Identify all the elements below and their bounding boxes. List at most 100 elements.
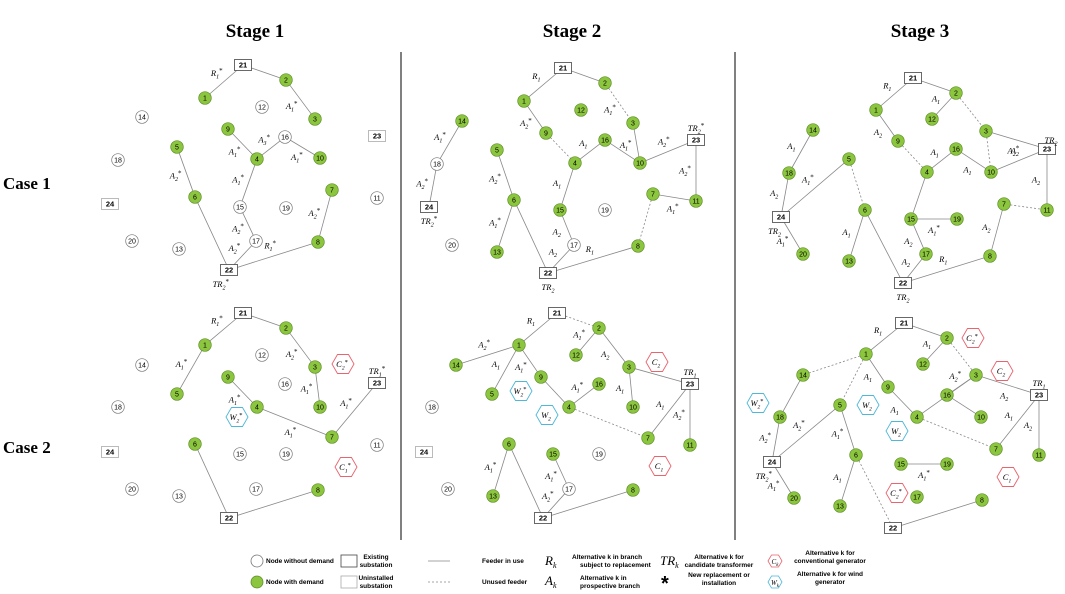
demand-node-16 xyxy=(592,377,606,391)
branch-label-18-24: A2* xyxy=(415,177,428,191)
generator-label-3-1: C2 xyxy=(997,366,1006,379)
generator-label-2-0: C2* xyxy=(966,333,978,346)
feeder-18-24 xyxy=(772,423,780,457)
node-label-5: 5 xyxy=(175,145,179,152)
feeder-17-22 xyxy=(233,245,252,265)
node-label-10: 10 xyxy=(636,161,644,168)
legend: Node without demand Node with demand Exi… xyxy=(250,550,866,594)
node-label-14: 14 xyxy=(809,128,817,135)
branch-label-1-9: A1 xyxy=(863,372,872,385)
branch-label-14-18: A1 xyxy=(786,141,795,154)
node-label-9: 9 xyxy=(539,375,543,382)
demand-node-11 xyxy=(1032,448,1046,462)
branch-label-15-4: A1 xyxy=(552,178,561,191)
feeder-21-2 xyxy=(571,70,600,82)
demand-node-3 xyxy=(622,360,636,374)
feeder-5-6 xyxy=(178,152,194,192)
transformer-label-23: TR1* xyxy=(369,365,386,379)
node-label-13: 13 xyxy=(489,494,497,501)
node-label-5: 5 xyxy=(175,392,179,399)
feeder-5-24 xyxy=(778,408,836,457)
demand-node-3 xyxy=(308,112,322,126)
svg-text:Wk: Wk xyxy=(771,579,780,589)
unused-feeder-4-7 xyxy=(574,408,643,437)
node-13 xyxy=(172,242,186,256)
legend-node-with-demand-label: Node with demand xyxy=(266,579,324,586)
transformer-label-24: TR2* xyxy=(421,215,438,229)
demand-node-10 xyxy=(313,400,327,414)
node-label-7: 7 xyxy=(994,447,998,454)
transformer-label-22: TR2 xyxy=(897,292,910,305)
branch-label-5-6: A2* xyxy=(169,170,182,184)
feeder-3-23 xyxy=(981,376,1031,393)
stage-3-title: Stage 3 xyxy=(891,21,950,42)
branch-label-9-4: A1* xyxy=(228,146,241,160)
feeder-17-15 xyxy=(561,215,573,240)
branch-label-17-15: A1* xyxy=(544,470,557,484)
unused-feeder-9-4 xyxy=(902,145,923,168)
node-label-5: 5 xyxy=(490,392,494,399)
node-11 xyxy=(370,438,384,452)
node-label-20: 20 xyxy=(444,487,452,494)
feeder-1-9 xyxy=(879,114,895,137)
substation-label-23: 23 xyxy=(373,379,381,388)
branch-label-6-13: A1 xyxy=(841,227,850,240)
node-label-15: 15 xyxy=(236,452,244,459)
substation-label-22: 22 xyxy=(225,514,233,523)
branch-label-22-8: R1 xyxy=(938,254,947,267)
branch-label-4-15: A1* xyxy=(231,173,244,187)
demand-node-5 xyxy=(833,398,847,412)
node-label-19: 19 xyxy=(943,462,951,469)
node-20 xyxy=(441,482,455,496)
branch-label-2-3: A1* xyxy=(603,103,616,117)
substation-label-24: 24 xyxy=(420,448,429,457)
demand-node-11 xyxy=(1040,203,1054,217)
substation-label-21: 21 xyxy=(239,309,247,318)
conventional-generator-7 xyxy=(334,457,358,477)
feeder-2-3 xyxy=(289,332,312,363)
node-label-19: 19 xyxy=(282,452,290,459)
node-label-2: 2 xyxy=(284,326,288,333)
node-label-11: 11 xyxy=(1035,453,1042,460)
demand-node-6 xyxy=(502,437,516,451)
stage-2-title: Stage 2 xyxy=(543,21,602,42)
legend-trk-label-1: Alternative k for xyxy=(694,554,744,561)
node-label-1: 1 xyxy=(874,108,878,115)
branch-label-21-1: R1 xyxy=(526,316,535,329)
node-label-19: 19 xyxy=(595,452,603,459)
node-20 xyxy=(445,238,459,252)
feeder-4-7 xyxy=(262,408,327,436)
demand-node-4 xyxy=(250,400,264,414)
node-label-9: 9 xyxy=(226,375,230,382)
node-15 xyxy=(233,447,247,461)
feeder-1-9 xyxy=(527,105,543,129)
feeder-2-12 xyxy=(935,97,953,115)
branch-label-18-24: A2* xyxy=(758,432,771,446)
generator-label-7-2: C1 xyxy=(1003,472,1012,485)
feeder-22-8 xyxy=(237,243,313,268)
node-label-20: 20 xyxy=(128,239,136,246)
node-17 xyxy=(249,234,263,248)
node-label-19: 19 xyxy=(601,208,609,215)
feeder-9-4 xyxy=(232,133,253,155)
legend-node-without-demand-icon xyxy=(250,554,264,568)
conventional-generator-3 xyxy=(990,361,1014,381)
node-label-12: 12 xyxy=(258,105,266,112)
node-label-10: 10 xyxy=(977,415,985,422)
branch-label-9-4: A1 xyxy=(889,405,898,418)
panel-stage1-case1: 123456789101112131415161718192021222324R… xyxy=(101,59,386,292)
feeder-22-17 xyxy=(552,249,571,268)
branch-label-15-17: A2* xyxy=(231,223,244,237)
wind-generator-9 xyxy=(509,381,533,401)
wind-generator-18 xyxy=(746,393,770,413)
node-17 xyxy=(562,482,576,496)
feeder-18-24 xyxy=(429,170,437,202)
legend-star-symbol: * xyxy=(661,573,669,594)
substation-21 xyxy=(895,317,913,329)
feeder-6-13 xyxy=(841,460,855,501)
node-13 xyxy=(172,489,186,503)
generator-label-7-1: C1 xyxy=(655,461,664,474)
transformer-label-23: TR2 xyxy=(1045,135,1058,148)
node-label-15: 15 xyxy=(549,452,557,459)
demand-node-15 xyxy=(546,447,560,461)
